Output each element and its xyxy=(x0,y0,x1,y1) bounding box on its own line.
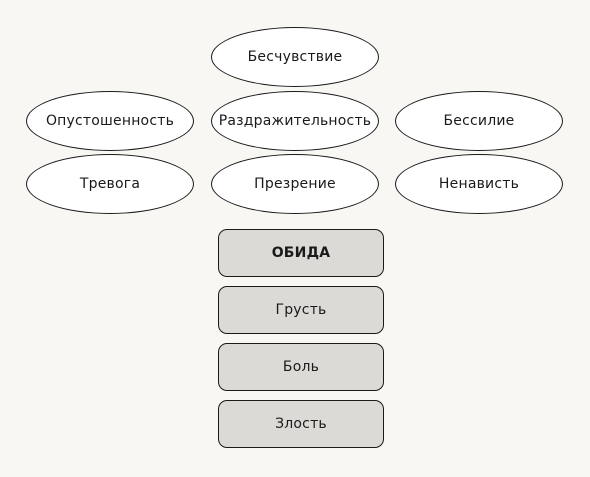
ellipse-beschuvstvie: Бесчувствие xyxy=(211,27,379,87)
box-label: ОБИДА xyxy=(271,245,331,261)
ellipse-label: Бесчувствие xyxy=(247,49,343,65)
ellipse-bessilie: Бессилие xyxy=(395,91,563,151)
box-zlost: Злость xyxy=(218,400,384,448)
ellipse-trevoga: Тревога xyxy=(26,154,194,214)
box-label: Грусть xyxy=(275,302,327,318)
box-label: Злость xyxy=(275,416,327,432)
box-obida: ОБИДА xyxy=(218,229,384,277)
ellipse-label: Раздражительность xyxy=(218,113,372,129)
ellipse-label: Презрение xyxy=(254,176,336,192)
box-label: Боль xyxy=(282,359,320,375)
ellipse-prezrenie: Презрение xyxy=(211,154,379,214)
ellipse-opustoshennost: Опустошенность xyxy=(26,91,194,151)
ellipse-label: Ненависть xyxy=(438,176,520,192)
ellipse-razdrazhitelnost: Раздражительность xyxy=(211,91,379,151)
ellipse-label: Опустошенность xyxy=(45,113,175,129)
box-bol: Боль xyxy=(218,343,384,391)
ellipse-label: Тревога xyxy=(79,176,141,192)
ellipse-nenavist: Ненависть xyxy=(395,154,563,214)
box-grust: Грусть xyxy=(218,286,384,334)
ellipse-label: Бессилие xyxy=(443,113,515,129)
